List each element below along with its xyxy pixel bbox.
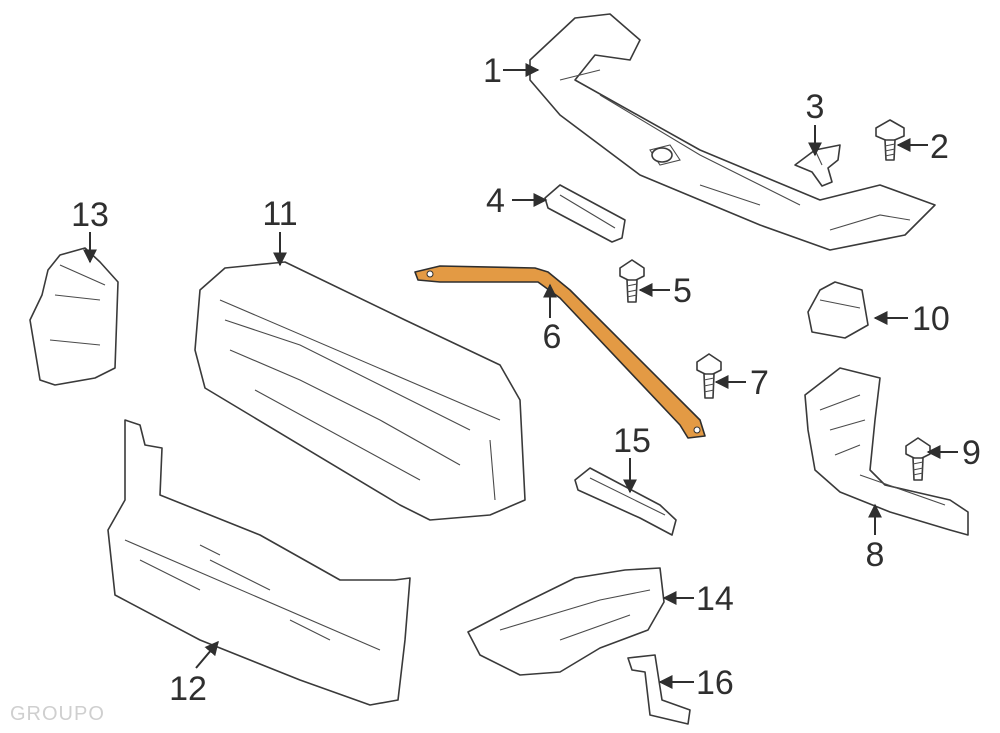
part-10-clip — [807, 281, 869, 339]
callout-4: 4 — [486, 182, 505, 220]
callout-12: 12 — [169, 670, 207, 708]
part-9-screw — [905, 437, 931, 481]
callout-9: 9 — [962, 434, 981, 472]
part-14-air-duct — [467, 567, 665, 676]
part-3-bracket — [794, 144, 841, 187]
part-5-screw — [619, 259, 645, 303]
part-2-screw — [875, 119, 905, 161]
callout-14: 14 — [696, 580, 734, 618]
callout-8: 8 — [866, 536, 885, 574]
callout-16: 16 — [696, 664, 734, 702]
part-6-brace-highlighted — [414, 265, 706, 439]
callout-11: 11 — [262, 195, 297, 233]
watermark: GROUPO — [10, 703, 105, 725]
leader-arrows — [83, 63, 958, 689]
callout-15: 15 — [613, 422, 651, 460]
callout-3: 3 — [806, 88, 825, 126]
callout-labels: 1 2 3 4 5 6 7 8 9 10 11 12 13 14 15 16 — [71, 52, 981, 708]
part-1-upper-carrier — [529, 13, 936, 251]
part-13-left-air-duct — [29, 247, 119, 386]
part-7-screw — [696, 353, 722, 399]
callout-5: 5 — [673, 272, 692, 310]
part-12-lower-air-guide — [107, 419, 411, 706]
part-11-air-duct-frame — [194, 261, 526, 521]
callout-10: 10 — [912, 300, 950, 338]
callout-7: 7 — [750, 364, 769, 402]
part-8-side-bracket — [804, 367, 969, 536]
part-15-strip — [574, 467, 677, 536]
leader-12 — [195, 640, 219, 669]
callout-6: 6 — [543, 318, 562, 356]
part-4-clip-strip — [544, 184, 626, 243]
callout-2: 2 — [930, 128, 949, 166]
callout-1: 1 — [483, 52, 502, 90]
callout-13: 13 — [71, 196, 109, 234]
part-16-small-bracket — [627, 654, 691, 725]
